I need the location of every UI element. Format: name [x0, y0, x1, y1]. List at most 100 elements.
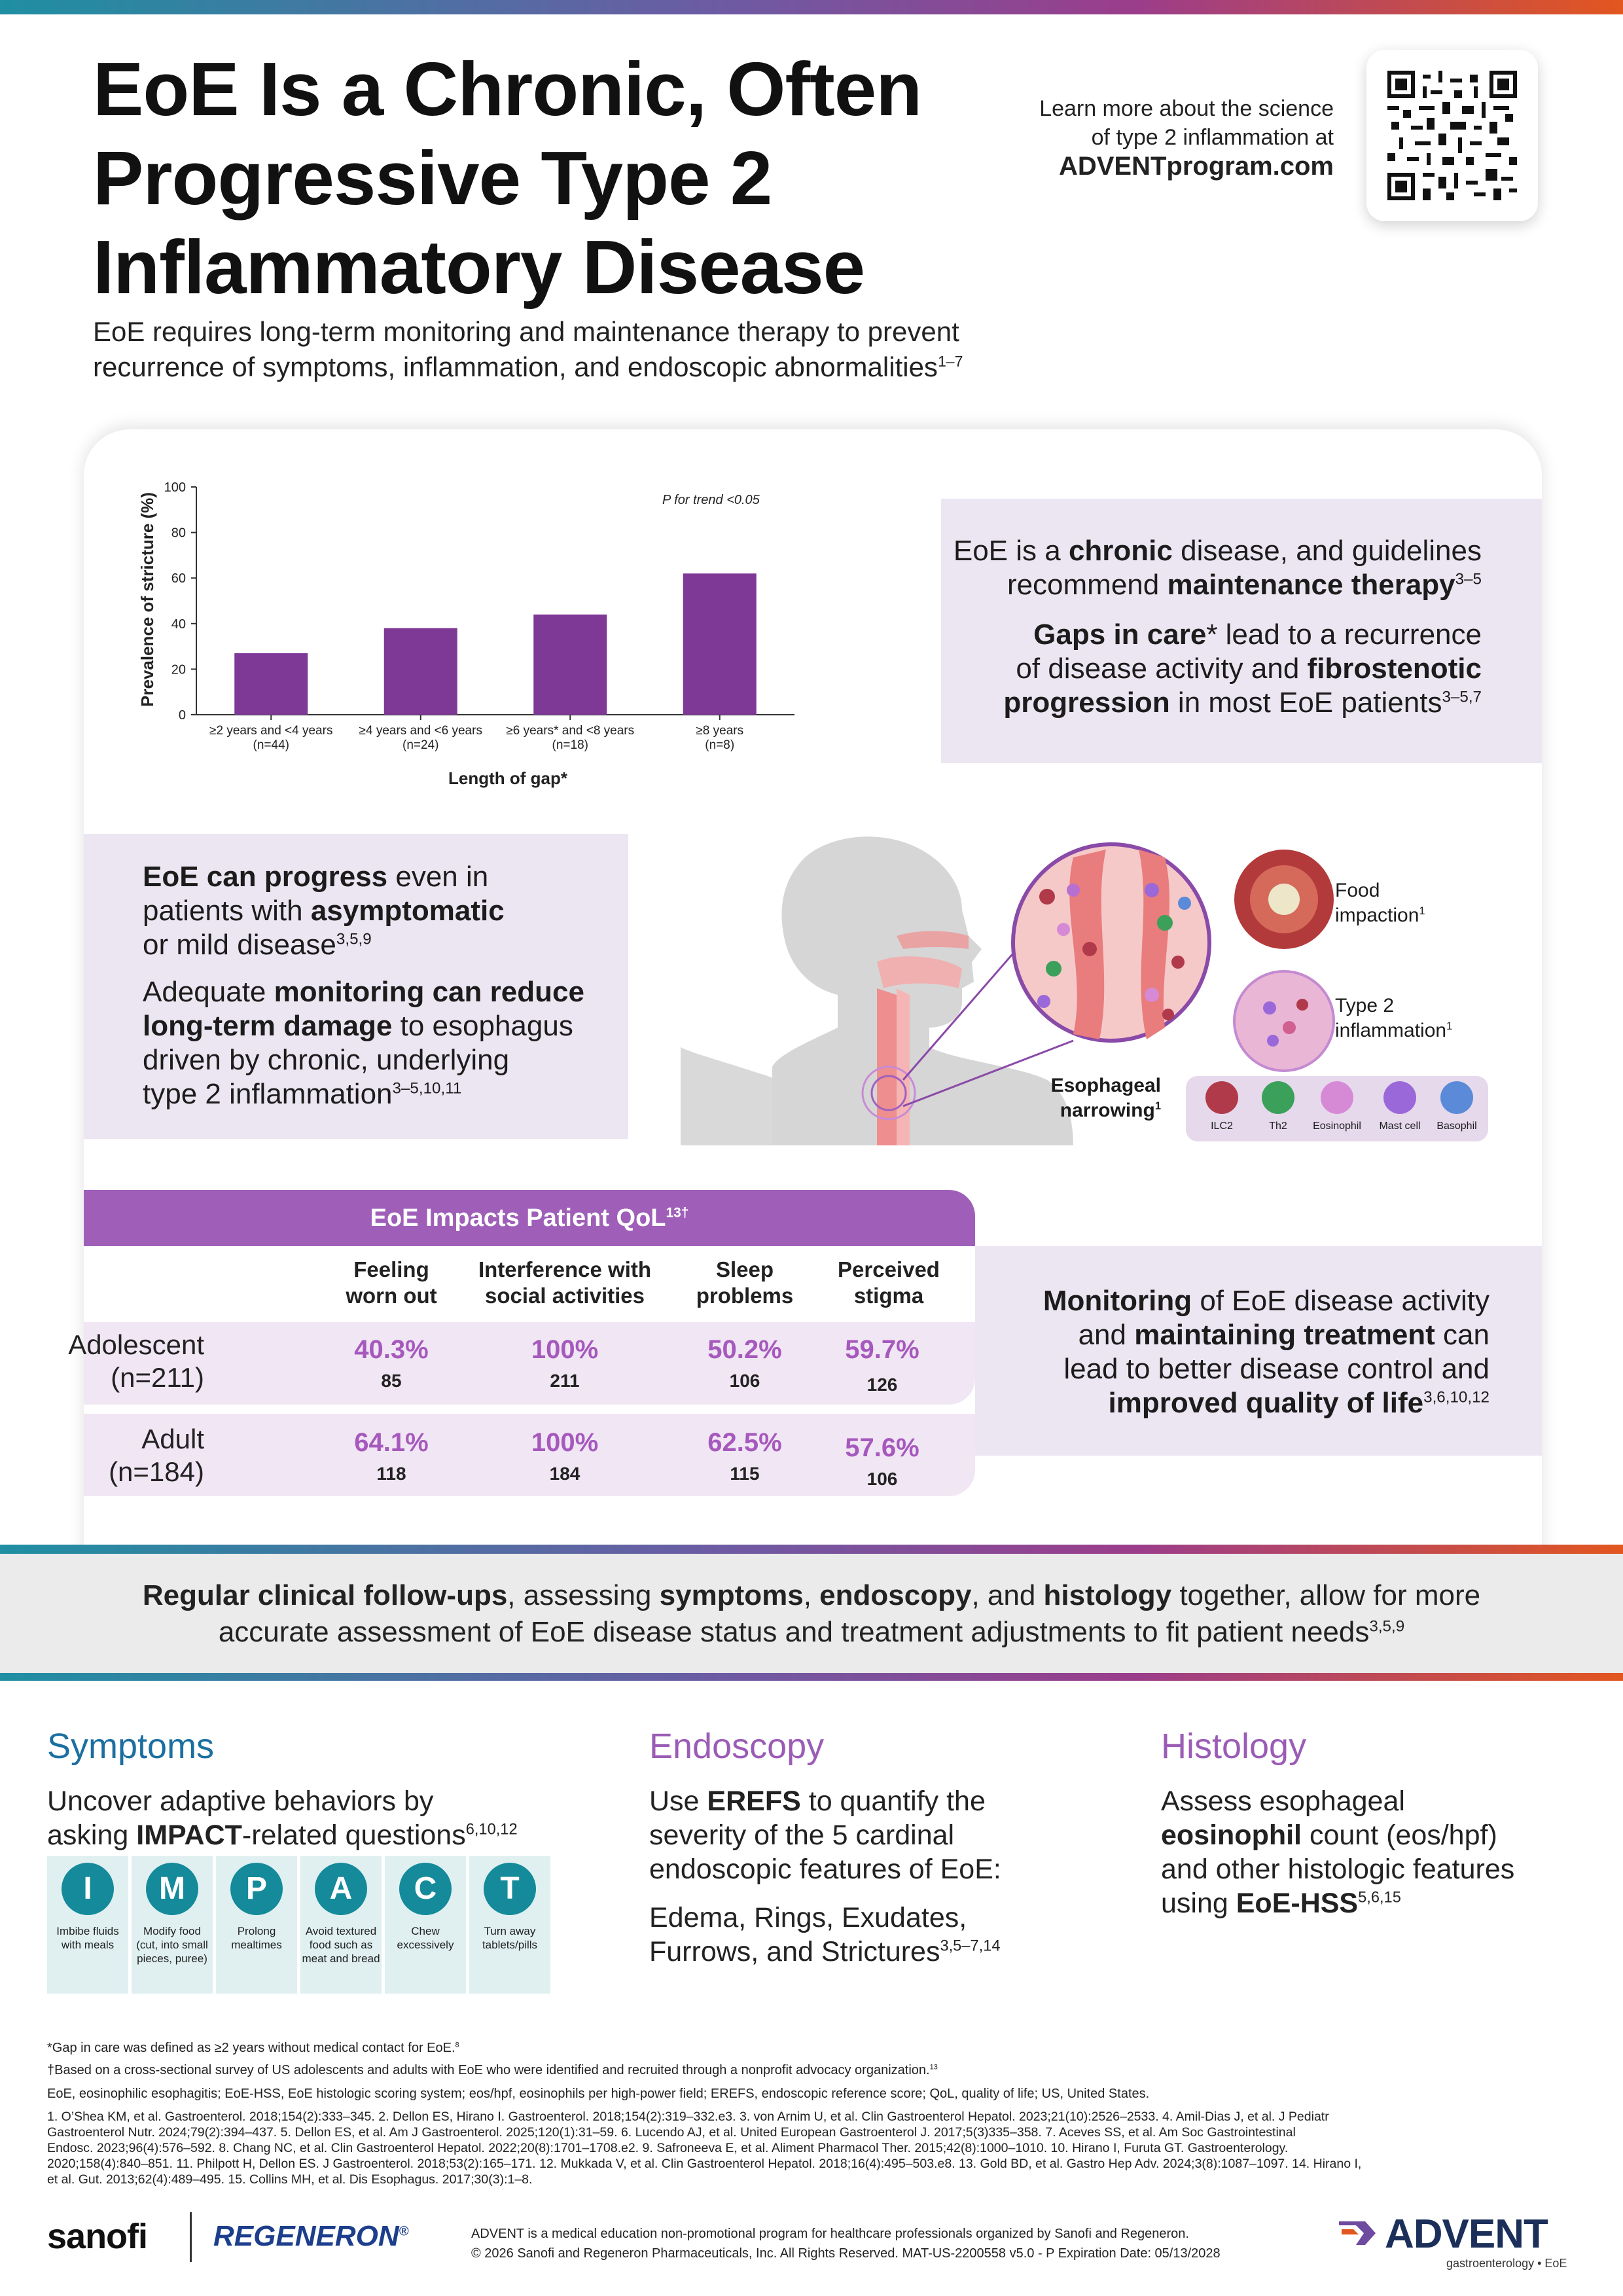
x-tick-label: ≥2 years and <4 years [209, 724, 332, 738]
p-trend-annotation: P for trend <0.05 [662, 493, 760, 507]
pct-value: 50.2% [707, 1335, 782, 1364]
pct-value: 40.3% [354, 1335, 429, 1364]
narrowing-ring-outer [861, 1066, 916, 1121]
follow-up-text: Regular clinical follow-ups, assessing s… [142, 1579, 1481, 1648]
pct-value: 100% [531, 1428, 599, 1457]
qol-table-title: EoE Impacts Patient QoL13† [84, 1190, 975, 1246]
qr-code-icon [1387, 71, 1517, 200]
qr-code[interactable] [1366, 50, 1538, 221]
y-tick-label: 100 [164, 480, 186, 495]
gaps-in-care-panel [941, 499, 1542, 763]
cell-basophil: Basophil [1429, 1081, 1484, 1132]
bar [683, 573, 757, 715]
references: 1. O’Shea KM, et al. Gastroenterol. 2018… [47, 2109, 1362, 2187]
subtitle-line: recurrence of symptoms, inflammation, an… [93, 351, 938, 382]
count-value: 106 [866, 1469, 898, 1489]
y-axis-label: Prevalence of stricture (%) [137, 492, 157, 707]
x-tick-label: (n=8) [705, 738, 734, 752]
bar [383, 628, 457, 715]
y-tick-label: 80 [171, 526, 186, 541]
title-line: Progressive Type 2 [93, 135, 772, 221]
footnote-gap: *Gap in care was defined as ≥2 years wit… [47, 2041, 459, 2055]
advent-chevron-icon [1339, 2221, 1376, 2245]
progression-text: EoE can progress even in patients with a… [143, 861, 584, 1110]
sanofi-logo: sanofi [47, 2217, 148, 2256]
advent-program-link[interactable]: ADVENTprogram.com [1058, 152, 1334, 181]
cell-th2: Th2 [1254, 1081, 1302, 1132]
x-tick-label: ≥4 years and <6 years [359, 724, 482, 738]
logo-divider [190, 2212, 192, 2262]
symptoms-heading: Symptoms [47, 1727, 215, 1766]
count-value: 184 [549, 1463, 580, 1484]
x-tick-label: ≥8 years [696, 724, 743, 738]
ilc2-icon [1205, 1081, 1238, 1114]
row-label: Adolescent(n=211) [68, 1329, 204, 1393]
y-tick-label: 0 [179, 708, 186, 723]
learn-more-block: Learn more about the science of type 2 i… [969, 94, 1334, 182]
x-tick-label: ≥6 years* and <8 years [506, 724, 634, 738]
follow-up-band [0, 1554, 1623, 1673]
inflammatory-cells [1037, 883, 1191, 1020]
count-value: 85 [381, 1371, 402, 1391]
row-label: Adult(n=184) [109, 1424, 204, 1487]
pct-value: 64.1% [354, 1428, 429, 1457]
food-impaction-label: Food impaction1 [1335, 880, 1425, 926]
x-tick-label: (n=24) [402, 738, 438, 752]
footnote-survey: †Based on a cross-sectional survey of US… [47, 2063, 938, 2077]
cell-legend: ILC2 Th2 Eosinophil Mast cell Basophil [1186, 1076, 1488, 1141]
basophil-icon [1440, 1081, 1473, 1114]
esophagus-illustration [681, 836, 1335, 1145]
endoscopy-text: Use EREFS to quantify the severity of th… [649, 1785, 1001, 1967]
subtitle-line: EoE requires long-term monitoring and ma… [93, 316, 959, 347]
pct-value: 62.5% [707, 1428, 782, 1457]
band-top-line [0, 1545, 1623, 1554]
regeneron-logo: REGENERON® [213, 2220, 409, 2252]
citation: 1–7 [937, 353, 963, 370]
learn-more-line: of type 2 inflammation at [1091, 125, 1334, 150]
bar [533, 614, 607, 715]
callout-line [902, 1039, 1074, 1107]
symptoms-text: Uncover adaptive behaviors by asking IMP… [47, 1785, 518, 1851]
footnote-abbreviations: EoE, eosinophilic esophagitis; EoE-HSS, … [47, 2087, 1150, 2101]
stricture-prevalence-chart: Prevalence of stricture (%) Length of ga… [137, 480, 794, 788]
pct-value: 59.7% [845, 1335, 919, 1364]
table-row: Adolescent(n=211) 40.3% 85 100% 211 50.2… [68, 1322, 975, 1405]
count-value: 118 [376, 1463, 406, 1484]
type2-inflammation-image [1233, 970, 1335, 1072]
mouth [877, 956, 962, 988]
monitoring-panel [975, 1246, 1542, 1456]
eosinophil-icon [1321, 1081, 1353, 1114]
x-tick-label: (n=44) [253, 738, 289, 752]
trachea [897, 988, 910, 1145]
cell-ilc2: ILC2 [1198, 1081, 1246, 1132]
learn-more-line: Learn more about the science [1039, 96, 1334, 121]
cell-mast-cell: Mast cell [1370, 1081, 1429, 1132]
top-gradient-bar [0, 0, 1623, 14]
endoscopy-heading: Endoscopy [649, 1727, 825, 1766]
shoulder-left-shape [681, 1047, 798, 1145]
type2-inflammation-label: Type 2 inflammation1 [1335, 995, 1453, 1041]
magnified-tissue [1011, 842, 1211, 1043]
band-bottom-line [0, 1673, 1623, 1681]
bar [234, 653, 308, 715]
count-value: 106 [729, 1371, 760, 1391]
histology-text: Assess esophageal eosinophil count (eos/… [1161, 1785, 1515, 1919]
pct-value: 57.6% [845, 1433, 919, 1462]
count-value: 126 [866, 1374, 898, 1395]
advent-tagline: gastroenterology • EoE [1446, 2257, 1567, 2270]
page-subtitle: EoE requires long-term monitoring and ma… [93, 314, 1205, 385]
y-tick-label: 20 [171, 662, 186, 677]
cell-eosinophil: Eosinophil [1308, 1081, 1366, 1132]
th2-icon [1262, 1081, 1294, 1114]
title-line: EoE Is a Chronic, Often [93, 46, 922, 132]
x-axis-label: Length of gap* [448, 768, 568, 788]
